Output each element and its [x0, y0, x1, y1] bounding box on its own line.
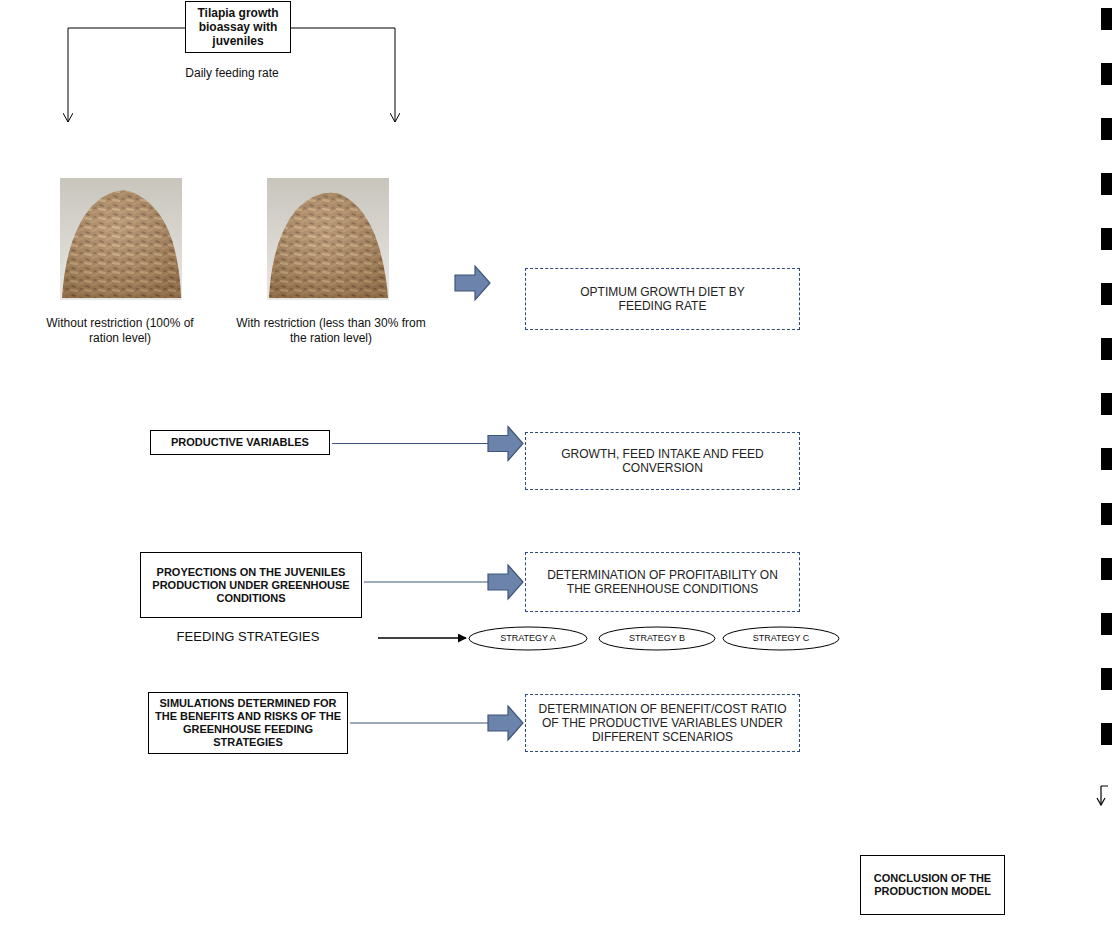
result-box: DETERMINATION OF BENEFIT/COST RATIO OF T…	[525, 694, 800, 752]
feed-photo	[60, 178, 182, 300]
edge-label: Daily feeding rate	[172, 66, 292, 81]
label-text: Without restriction (100% of ration leve…	[46, 316, 193, 345]
process-box: SIMULATIONS DETERMINED FOR THE BENEFITS …	[148, 692, 348, 754]
node-text: STRATEGY A	[500, 633, 556, 644]
flow-arrow	[350, 706, 523, 740]
strategy-ellipse: STRATEGY A	[468, 626, 588, 651]
node-text: CONCLUSION OF THE PRODUCTION MODEL	[866, 872, 999, 898]
node-text: DETERMINATION OF BENEFIT/COST RATIO OF T…	[532, 702, 793, 744]
process-box: PROYECTIONS ON THE JUVENILES PRODUCTION …	[140, 552, 362, 618]
node-text: PRODUCTIVE VARIABLES	[171, 436, 309, 449]
start-box: Tilapia growth bioassay with juveniles	[185, 1, 291, 53]
progress-bar-column	[1101, 8, 1112, 745]
result-box: DETERMINATION OF PROFITABILITY ON THE GR…	[525, 552, 800, 612]
flow-arrow	[332, 427, 523, 461]
conclusion-box: CONCLUSION OF THE PRODUCTION MODEL	[860, 855, 1005, 915]
node-text: Tilapia growth bioassay with juveniles	[191, 6, 285, 48]
node-text: OPTIMUM GROWTH DIET BY FEEDING RATE	[575, 285, 750, 313]
node-text: STRATEGY B	[629, 633, 685, 644]
node-text: STRATEGY C	[753, 633, 810, 644]
node-text: SIMULATIONS DETERMINED FOR THE BENEFITS …	[154, 697, 342, 749]
label-text: Daily feeding rate	[185, 66, 278, 80]
node-text: DETERMINATION OF PROFITABILITY ON THE GR…	[540, 568, 785, 596]
flow-arrow	[364, 565, 523, 599]
photo-caption: Without restriction (100% of ration leve…	[42, 316, 198, 346]
down-arrow	[1097, 786, 1108, 805]
feed-photo	[267, 178, 389, 300]
process-box: PRODUCTIVE VARIABLES	[150, 430, 330, 455]
section-label: FEEDING STRATEGIES	[150, 629, 346, 644]
pointer-arrow	[378, 637, 466, 638]
node-text: PROYECTIONS ON THE JUVENILES PRODUCTION …	[146, 566, 356, 605]
strategy-ellipse: STRATEGY C	[722, 626, 840, 651]
result-box: OPTIMUM GROWTH DIET BY FEEDING RATE	[525, 268, 800, 330]
result-box: GROWTH, FEED INTAKE AND FEED CONVERSION	[525, 432, 800, 490]
label-text: With restriction (less than 30% from the…	[236, 316, 425, 345]
block-arrow	[455, 266, 490, 300]
strategy-ellipse: STRATEGY B	[598, 626, 716, 651]
photo-caption: With restriction (less than 30% from the…	[236, 316, 426, 346]
label-text: FEEDING STRATEGIES	[177, 629, 320, 644]
node-text: GROWTH, FEED INTAKE AND FEED CONVERSION	[545, 447, 780, 475]
